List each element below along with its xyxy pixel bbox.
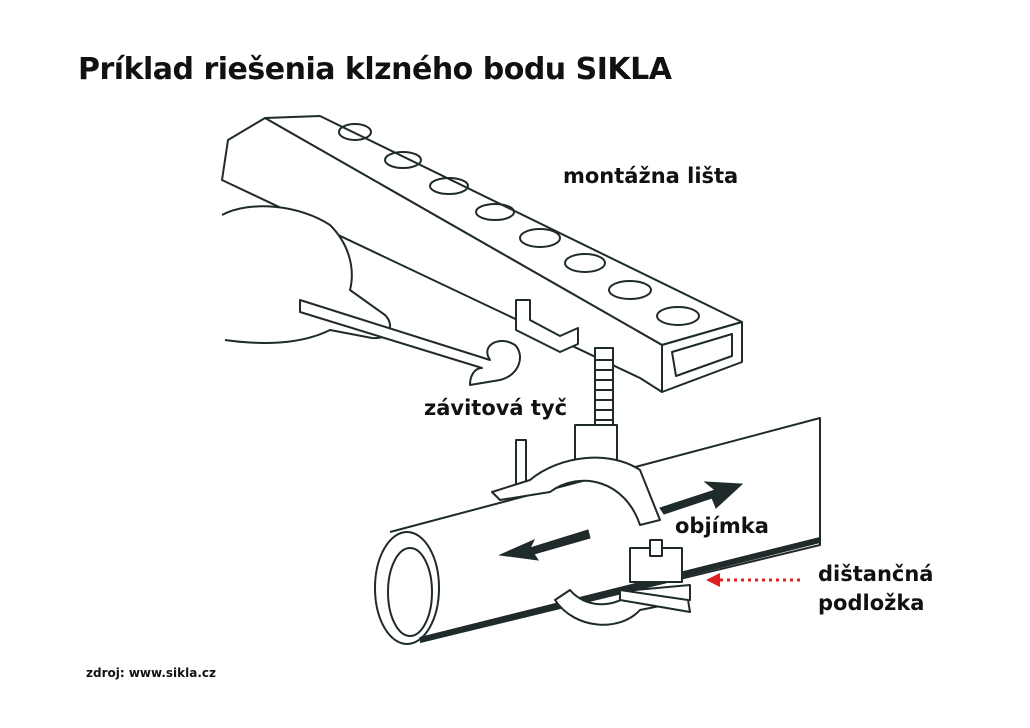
mounting-rail (221, 115, 743, 393)
page-title: Príklad riešenia klzného bodu SIKLA (78, 52, 672, 87)
label-spacer-line2: podložka (818, 591, 925, 615)
label-mounting-rail: montážna lišta (563, 164, 739, 188)
label-threaded-rod: závitová tyč (424, 396, 568, 420)
label-spacer: dištančná podložka (818, 560, 933, 618)
label-spacer-line1: dištančná (818, 562, 934, 586)
label-clamp: objímka (675, 514, 769, 538)
pipe-clamp (491, 456, 691, 626)
spacer-pointer-arrow (706, 573, 800, 587)
source-credit: zdroj: www.sikla.cz (86, 666, 216, 680)
movement-arrows (498, 481, 744, 561)
pipe (374, 417, 821, 645)
hand-with-wrench (221, 205, 521, 386)
